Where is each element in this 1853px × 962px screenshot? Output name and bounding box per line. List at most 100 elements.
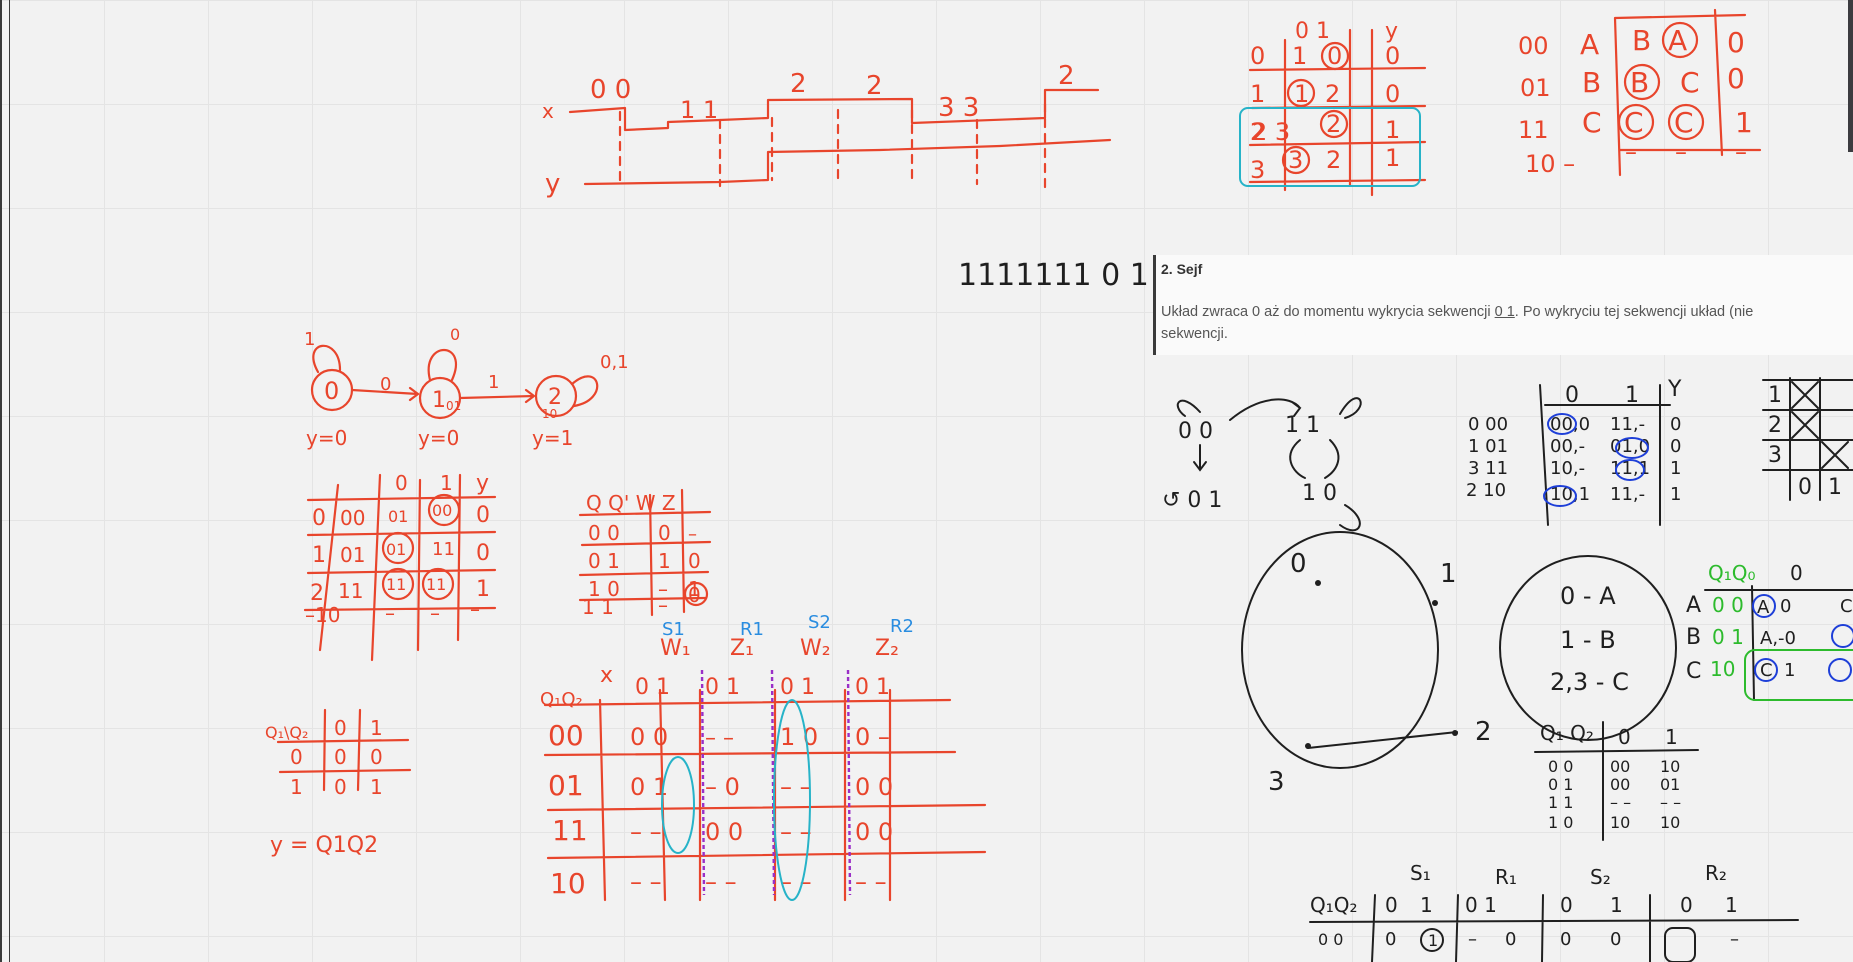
svg-text:– –: – – <box>1610 793 1631 812</box>
svg-text:1: 1 <box>476 577 490 602</box>
svg-text:0 1: 0 1 <box>635 675 670 700</box>
svg-text:C: C <box>1680 66 1700 99</box>
svg-text:0 1: 0 1 <box>705 675 740 700</box>
svg-text:00: 00 <box>548 719 584 752</box>
svg-text:0 0: 0 0 <box>1712 593 1744 617</box>
svg-text:0: 0 <box>334 745 347 769</box>
svg-text:00: 00 <box>1610 775 1630 794</box>
svg-text:–: – <box>385 601 395 625</box>
group-b: 1 - B <box>1560 626 1616 654</box>
svg-text:00: 00 <box>1610 757 1630 776</box>
svg-text:A: A <box>1668 24 1687 57</box>
svg-text:0: 0 <box>1385 42 1400 70</box>
svg-text:1: 1 <box>1428 931 1438 950</box>
task-text-line2: sekwencji. <box>1161 326 1228 342</box>
svg-text:0 0: 0 0 <box>705 818 743 846</box>
svg-text:0 1: 0 1 <box>1548 775 1573 794</box>
svg-text:0: 0 <box>1385 929 1396 950</box>
svg-text:1: 1 <box>1665 725 1678 749</box>
svg-text:0: 0 <box>312 506 326 531</box>
svg-text:C: C <box>1840 596 1853 617</box>
header-r2: R2 <box>890 616 914 637</box>
svg-text:2: 2 <box>1325 80 1340 108</box>
svg-text:1 1: 1 1 <box>1548 793 1573 812</box>
svg-text:B: B <box>1582 66 1601 99</box>
svg-text:0: 0 <box>1560 929 1571 950</box>
svg-text:11: 11 <box>426 575 446 594</box>
svg-text:Q₁Q₀: Q₁Q₀ <box>1708 561 1756 585</box>
svg-text:10,-: 10,- <box>1550 458 1585 479</box>
svg-text:10: 10 <box>1710 657 1735 681</box>
svg-text:11: 11 <box>338 579 363 603</box>
task-title: 2. Sejf <box>1161 261 1203 277</box>
svg-text:0: 0 <box>334 775 347 799</box>
svg-text:0: 0 <box>1727 62 1745 95</box>
svg-text:0 0: 0 0 <box>855 773 893 801</box>
svg-text:y=0: y=0 <box>306 426 347 450</box>
svg-text:1 0: 1 0 <box>780 723 818 751</box>
svg-text:– –: – – <box>705 726 734 751</box>
svg-text:10,1: 10,1 <box>1550 484 1590 505</box>
svg-text:0: 0 <box>688 549 701 573</box>
svg-text:–: – <box>688 524 697 545</box>
ring-state-1: 1 <box>1440 559 1457 589</box>
svg-text:10: 10 <box>1660 813 1680 832</box>
svg-text:1 01: 1 01 <box>1468 436 1508 457</box>
svg-text:–: – <box>1730 929 1739 950</box>
svg-text:x: x <box>600 663 613 688</box>
svg-text:1: 1 <box>1784 660 1795 681</box>
svg-text:y: y <box>1385 19 1398 44</box>
svg-text:C: C <box>1674 106 1694 139</box>
svg-text:0: 0 <box>370 745 383 769</box>
svg-text:1: 1 <box>1294 80 1309 108</box>
svg-text:1: 1 <box>1385 116 1400 144</box>
svg-text:0: 0 <box>1610 929 1621 950</box>
svg-text:– –: – – <box>705 868 737 896</box>
svg-text:W₂: W₂ <box>800 636 831 661</box>
svg-text:2: 2 <box>1326 110 1341 138</box>
svg-text:1 0: 1 0 <box>1302 481 1337 506</box>
svg-text:1: 1 <box>488 372 499 393</box>
header-r1: R1 <box>740 619 764 640</box>
svg-text:y: y <box>476 471 489 496</box>
svg-text:A: A <box>1757 597 1770 618</box>
scroll-thumb[interactable] <box>1848 0 1853 152</box>
svg-text:0 1: 0 1 <box>1465 893 1497 917</box>
svg-text:0: 0 <box>1618 725 1631 749</box>
svg-text:Z₁: Z₁ <box>730 636 754 661</box>
ones-sequence: 1111111 0 1 <box>958 258 1149 293</box>
svg-text:1: 1 <box>1625 383 1639 408</box>
svg-text:0 1: 0 1 <box>1712 625 1744 649</box>
ring-state-3: 3 <box>1268 767 1285 797</box>
svg-text:2: 2 <box>1250 118 1265 146</box>
svg-text:C: C <box>1760 660 1773 681</box>
svg-text:0 1: 0 1 <box>780 675 815 700</box>
svg-text:0 0: 0 0 <box>1178 419 1213 444</box>
timing-label-33: 3 3 <box>938 93 979 123</box>
group-a: 0 - A <box>1560 582 1616 610</box>
svg-text:–: – <box>658 593 668 617</box>
ring-diagram: 0 1 2 3 <box>1241 531 1492 797</box>
svg-text:B: B <box>1632 24 1651 57</box>
svg-text:00: 00 <box>432 501 452 520</box>
svg-text:1: 1 <box>1735 106 1753 139</box>
svg-text:0: 0 <box>380 374 391 395</box>
svg-text:y=0: y=0 <box>418 426 459 450</box>
svg-text:0 0: 0 0 <box>1548 757 1573 776</box>
svg-text:R₁: R₁ <box>1495 865 1517 889</box>
timing-diagram: x y 0 0 1 1 2 2 3 3 2 <box>542 61 1112 199</box>
svg-text:1: 1 <box>370 716 383 740</box>
svg-text:0: 0 <box>450 325 460 344</box>
svg-text:00,0: 00,0 <box>1550 414 1590 435</box>
svg-text:C: C <box>1624 106 1644 139</box>
svg-text:0: 0 <box>1560 893 1573 917</box>
svg-text:Z₂: Z₂ <box>875 636 899 661</box>
svg-text:–: – <box>1625 138 1637 166</box>
task-text-before: Układ zwraca 0 aż do momentu wykrycia se… <box>1161 304 1495 320</box>
svg-text:0: 0 <box>688 583 701 607</box>
svg-text:Q₁ Q₂: Q₁ Q₂ <box>1540 721 1594 745</box>
